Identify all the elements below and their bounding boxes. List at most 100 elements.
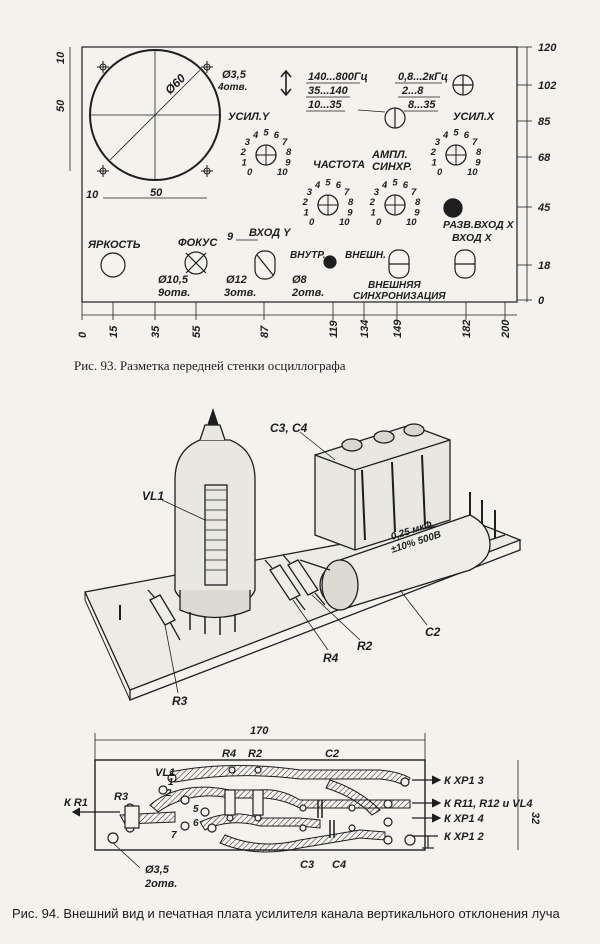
label-c3c4: C3, C4 <box>270 421 308 435</box>
tube-vl1 <box>174 439 256 606</box>
dim-8-count: 2отв. <box>291 287 324 299</box>
dial-digit: 4 <box>314 180 321 191</box>
dim-12-count: 3отв. <box>224 287 256 299</box>
dial-digit: 10 <box>467 167 478 178</box>
dial-digit: 0 <box>247 167 253 178</box>
dial-digit: 0 <box>437 167 443 178</box>
label-internal: ВНУТР. <box>290 250 326 261</box>
pcb-dim-32: 32 <box>529 812 541 824</box>
front-panel-outline <box>81 46 518 303</box>
dial-digit: 7 <box>344 187 350 198</box>
dial-digit: 1 <box>303 208 308 219</box>
resistor-r2 <box>282 554 326 606</box>
label-r4: R4 <box>323 651 339 665</box>
bottom-scale-label: 87 <box>259 325 271 338</box>
right-scale-label: 102 <box>538 80 556 92</box>
dial-digit: 8 <box>476 147 482 158</box>
dial-digit: 9 <box>475 158 481 169</box>
freq-range-right-3: 8...35 <box>408 99 436 111</box>
freq-range-2: 35...140 <box>308 85 349 97</box>
bottom-scale-label: 200 <box>500 319 512 339</box>
right-scale-label: 18 <box>538 260 551 272</box>
dial-digit: 10 <box>277 167 288 178</box>
dial-digit: 1 <box>431 158 436 169</box>
label-brightness: ЯРКОСТЬ <box>87 239 141 251</box>
bottom-scale-label: 35 <box>150 325 162 338</box>
input-y-jack[interactable] <box>254 250 276 280</box>
dial-digit: 6 <box>464 130 470 141</box>
pcb-label-c3: C3 <box>300 859 314 871</box>
dial-digit: 1 <box>241 158 246 169</box>
label-external: ВНЕШН. <box>345 250 386 261</box>
dial-digit: 6 <box>403 180 409 191</box>
int-ext-switch[interactable] <box>323 255 337 269</box>
dial-digit: 9 <box>285 158 291 169</box>
label-r2: R2 <box>357 639 373 653</box>
dial-digit: 3 <box>374 187 380 198</box>
label-vl1: VL1 <box>142 489 164 503</box>
dial-digit: 2 <box>369 197 376 208</box>
pcb-conn-3: К XP1 4 <box>444 813 484 825</box>
hole-3-5-count: 4отв. <box>217 82 247 93</box>
pcb-label-r4: R4 <box>222 748 236 760</box>
dial-digit: 2 <box>430 147 437 158</box>
figure-93-caption: Рис. 93. Разметка передней стенки осцилл… <box>74 358 346 373</box>
right-scale-label: 85 <box>538 116 551 128</box>
label-ext-sync-1: ВНЕШНЯЯ <box>368 280 421 291</box>
dial-digit: 5 <box>392 178 398 189</box>
label-input-x-1: ВХОД X <box>474 219 515 231</box>
dim-50-horizontal: 50 <box>150 187 163 199</box>
bottom-scale-label: 134 <box>359 320 371 338</box>
dial-digit: 2 <box>240 147 247 158</box>
pcb-dim-170: 170 <box>250 725 269 737</box>
dial-digit: 4 <box>442 130 449 141</box>
label-ext-sync-2: СИНХРОНИЗАЦИЯ <box>353 291 446 302</box>
crt-diameter: Ø60 <box>162 71 188 97</box>
dial-digit: 1 <box>370 208 375 219</box>
pcb-pin-1: 1 <box>168 777 174 788</box>
pcb-pin-7: 7 <box>171 830 177 841</box>
brightness-knob[interactable] <box>100 252 126 278</box>
pcb-label-r2: R2 <box>248 748 262 760</box>
dial-digit: 2 <box>302 197 309 208</box>
dial-digit: 3 <box>435 137 441 148</box>
freq-range-1: 140...800Гц <box>308 71 368 83</box>
bottom-scale-label: 0 <box>77 331 89 338</box>
dial-digit: 3 <box>245 137 251 148</box>
label-sync-2: СИНХР. <box>372 161 412 173</box>
focus-knob[interactable] <box>184 251 208 275</box>
dial-digit: 8 <box>348 197 354 208</box>
dial-digit: 8 <box>415 197 421 208</box>
dial-digit: 7 <box>411 187 417 198</box>
dim-10-horizontal: 10 <box>86 189 99 201</box>
left-dim-50: 50 <box>55 99 67 112</box>
label-input-x-2: ВХОД X <box>452 232 493 244</box>
dial-digit: 8 <box>286 147 292 158</box>
freq-range-right-2: 2...8 <box>401 85 424 97</box>
pcb-label-k-r1: К R1 <box>64 797 88 809</box>
right-scale-label: 45 <box>537 202 551 214</box>
right-scale-label: 68 <box>538 152 551 164</box>
pcb-label-r3: R3 <box>114 791 128 803</box>
resistor-r4 <box>264 559 306 611</box>
dial-digit: 0 <box>376 217 382 228</box>
dial-digit: 10 <box>339 217 350 228</box>
pcb-layout <box>71 733 519 869</box>
bottom-scale-label: 149 <box>392 319 404 338</box>
dial-digit: 5 <box>453 128 459 139</box>
bottom-scale-label: 182 <box>461 320 473 338</box>
label-amp-x: УСИЛ.X <box>453 111 495 123</box>
dim-10-5-count: 9отв. <box>158 287 190 299</box>
pcb-hole-count: 2отв. <box>144 878 177 890</box>
hole-3-5-dim: Ø3,5 <box>222 69 247 81</box>
pcb-label-c2: C2 <box>325 748 339 760</box>
label-c2: C2 <box>425 625 441 639</box>
